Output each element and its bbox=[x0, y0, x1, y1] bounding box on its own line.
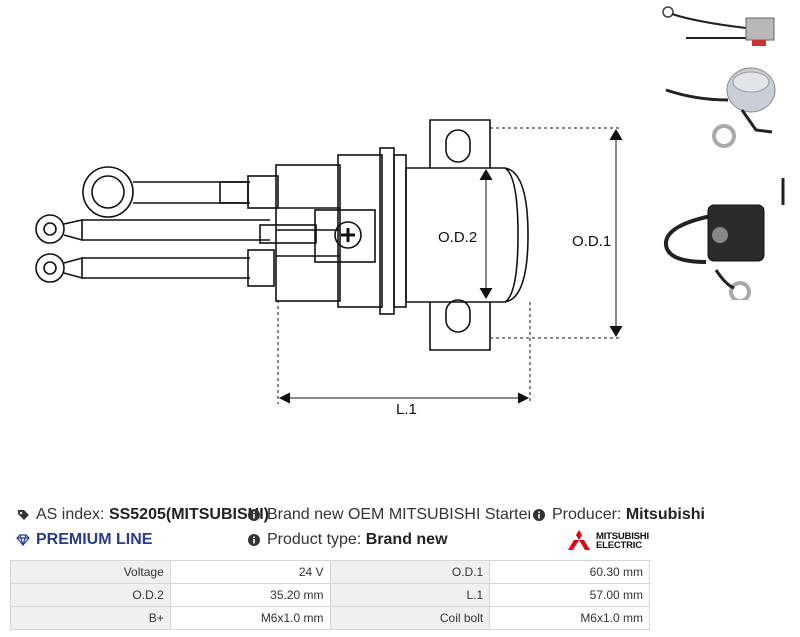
as-index-value[interactable]: SS5205(MITSUBISHI) bbox=[108, 506, 269, 523]
table-row: Voltage 24 V O.D.1 60.30 mm bbox=[10, 560, 650, 584]
info-icon bbox=[247, 508, 261, 522]
producer-label: Producer: bbox=[552, 506, 622, 523]
spec-value: 24 V bbox=[169, 560, 331, 584]
product-photo-1[interactable] bbox=[662, 6, 775, 46]
table-row: O.D.2 35.20 mm L.1 57.00 mm bbox=[10, 583, 650, 607]
product-photo-2[interactable] bbox=[665, 67, 776, 148]
dimension-label-od1: O.D.1 bbox=[572, 233, 611, 250]
technical-drawing: O.D.2 O.D.1 L.1 bbox=[35, 119, 623, 418]
spec-key: O.D.1 bbox=[329, 560, 491, 584]
table-row: B+ M6x1.0 mm Coil bolt M6x1.0 mm bbox=[10, 606, 650, 630]
product-photo-thumbnails[interactable] bbox=[656, 0, 800, 300]
product-type-label: Product type: bbox=[267, 531, 362, 548]
mitsubishi-logo-icon bbox=[568, 530, 590, 550]
spec-value: 57.00 mm bbox=[489, 583, 650, 607]
spec-key: Coil bolt bbox=[329, 606, 491, 630]
spec-key: B+ bbox=[10, 606, 171, 630]
spec-value: M6x1.0 mm bbox=[169, 606, 331, 630]
spec-key: O.D.2 bbox=[10, 583, 171, 607]
as-index-row: AS index: SS5205(MITSUBISHI) bbox=[16, 506, 269, 524]
ring-terminal-small-1 bbox=[35, 214, 65, 244]
spec-value: 35.20 mm bbox=[169, 583, 331, 607]
producer-row: Producer: Mitsubishi bbox=[530, 506, 705, 524]
product-type-value: Brand new bbox=[365, 531, 448, 548]
dimension-label-l1: L.1 bbox=[396, 401, 417, 418]
ring-terminal-large bbox=[82, 166, 134, 218]
premium-line-badge: PREMIUM LINE bbox=[16, 531, 152, 549]
product-photo-3[interactable] bbox=[663, 178, 785, 300]
dimension-label-od2: O.D.2 bbox=[438, 229, 477, 246]
spec-key: L.1 bbox=[329, 583, 491, 607]
spec-value: 60.30 mm bbox=[489, 560, 650, 584]
mitsubishi-electric-logo: MITSUBISHI ELECTRIC bbox=[566, 528, 658, 554]
premium-line-label: PREMIUM LINE bbox=[36, 531, 153, 548]
spec-value: M6x1.0 mm bbox=[489, 606, 650, 630]
diamond-icon bbox=[16, 533, 30, 547]
as-index-label: AS index: bbox=[36, 506, 105, 523]
logo-line-2: ELECTRIC bbox=[596, 540, 642, 551]
product-type-row: Product type: Brand new bbox=[247, 531, 448, 549]
info-icon bbox=[532, 508, 546, 522]
ring-terminal-small-2 bbox=[35, 253, 65, 283]
logo-line-1: MITSUBISHI bbox=[596, 531, 649, 542]
spec-key: Voltage bbox=[10, 560, 171, 584]
tag-icon bbox=[16, 508, 30, 522]
specs-table: Voltage 24 V O.D.1 60.30 mm O.D.2 35.20 … bbox=[10, 560, 650, 630]
info-icon bbox=[247, 533, 261, 547]
producer-value: Mitsubishi bbox=[625, 506, 705, 523]
